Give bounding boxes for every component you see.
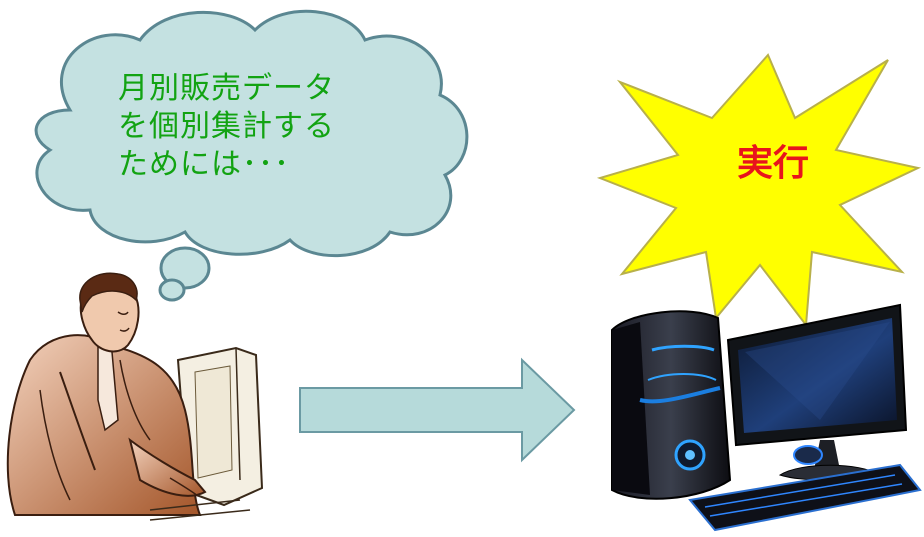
desktop-computer-icon [611,303,922,532]
execute-label: 実行 [736,143,809,184]
thought-line-3: ためには･･･ [118,147,290,182]
thought-text: 月別販売データ を個別集計する ためには･･･ [118,70,408,184]
flow-arrow [299,357,576,463]
thought-line-2: を個別集計する [118,109,335,144]
thought-cloud [34,9,469,302]
execute-starburst [596,53,922,328]
thought-line-1: 月別販売データ [118,71,335,106]
person-at-computer-icon [6,272,264,521]
